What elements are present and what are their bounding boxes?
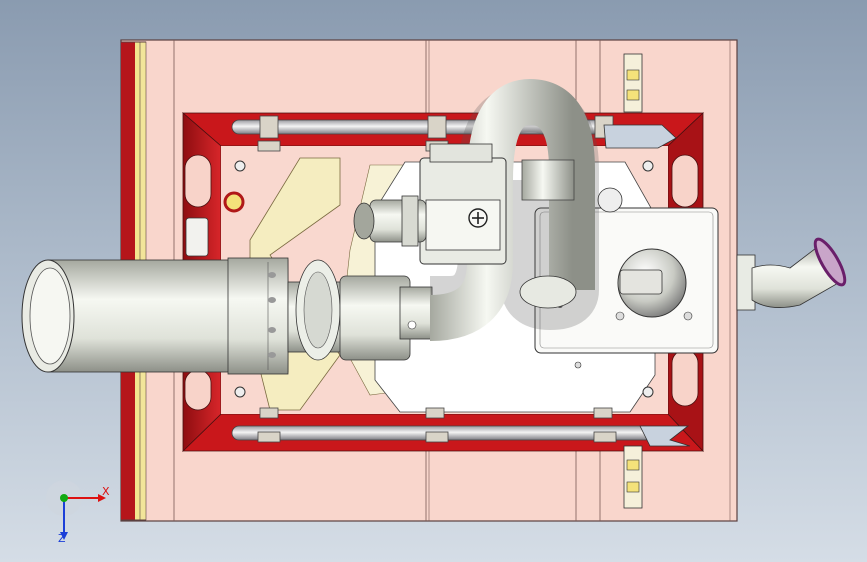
x-axis-label: X: [102, 485, 110, 498]
outlet-elbow[interactable]: [736, 235, 850, 311]
exhaust-cylinder[interactable]: [21, 257, 289, 375]
valve-actuator[interactable]: [353, 195, 427, 247]
valve-body[interactable]: [419, 143, 507, 265]
nozzle-assembly[interactable]: [287, 259, 433, 361]
wall-slots: [184, 154, 699, 411]
z-axis-label: Z: [58, 532, 66, 545]
triad-graphic: [46, 480, 106, 540]
frame-bolts: [234, 160, 654, 398]
y-axis-dot: [60, 494, 68, 502]
axis-triad: X Z: [44, 480, 114, 550]
bottom-latch[interactable]: [623, 425, 691, 509]
top-latch[interactable]: [603, 53, 677, 149]
